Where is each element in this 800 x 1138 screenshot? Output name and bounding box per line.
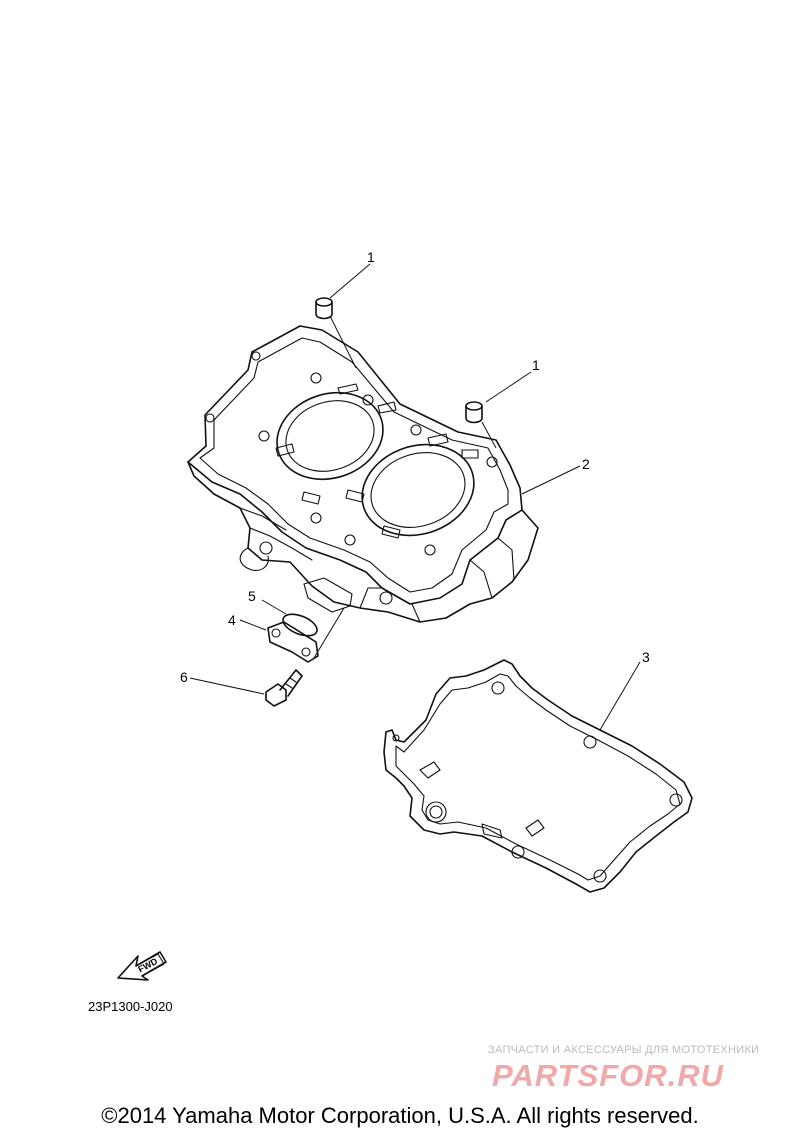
callout-dowel-pin-a: 1 <box>367 249 375 265</box>
cylinder-gasket <box>383 659 693 893</box>
diagram-code: 23P1300-J020 <box>88 999 173 1014</box>
callout-cylinder: 2 <box>582 456 590 472</box>
cylinder-block <box>187 325 539 623</box>
copyright-notice: ©2014 Yamaha Motor Corporation, U.S.A. A… <box>101 1103 699 1128</box>
bolt <box>265 669 303 707</box>
o-ring <box>282 613 318 637</box>
callout-cylinder-gasket: 3 <box>642 649 650 665</box>
leader-lines <box>189 263 641 731</box>
watermark-logo: PARTSFOR.RU <box>492 1058 725 1093</box>
callout-o-ring: 5 <box>248 588 256 604</box>
fwd-arrow-icon <box>117 951 167 981</box>
watermark-tagline: ЗАПЧАСТИ И АКСЕССУАРЫ ДЛЯ МОТОТЕХНИКИ <box>488 1044 760 1056</box>
callout-dowel-pin-b: 1 <box>532 357 540 373</box>
bracket <box>267 621 319 663</box>
callout-bolt: 6 <box>180 669 188 685</box>
dowel-pin-b <box>465 401 483 424</box>
dowel-pin-a <box>315 297 333 320</box>
callout-bracket: 4 <box>228 612 236 628</box>
